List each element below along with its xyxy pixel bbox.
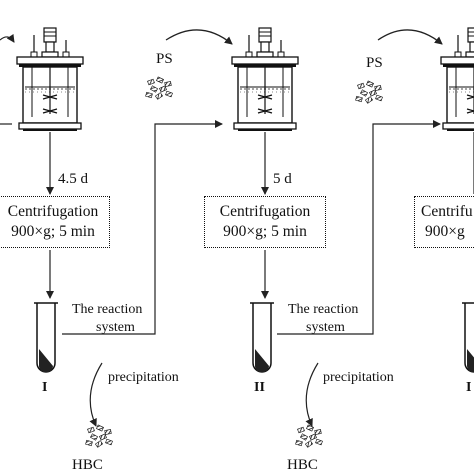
bioreactor-2: [231, 27, 299, 132]
tube-label-1: I: [42, 380, 48, 395]
precipitation-arrow-2: [305, 362, 319, 427]
hbc-particles-2: [295, 424, 323, 448]
ps-label-2: PS: [156, 51, 173, 67]
reaction-system-connector-1: [62, 120, 223, 335]
centrifugation-title: Centrifugation: [219, 203, 311, 220]
centrifugation-box-3-partial: Centrifu 900×g: [414, 196, 474, 248]
centrifugation-title: Centrifugation: [7, 203, 99, 220]
centrifugation-params: 900×g; 5 min: [11, 223, 95, 240]
reaction-system-label-2-line1: The reaction: [288, 302, 359, 317]
centrifugation-box-1: Centrifugation 900×g; 5 min: [0, 196, 110, 248]
tube-label-3-partial: I: [466, 380, 472, 395]
reaction-system-connector-2: [277, 120, 441, 335]
ps-feed-arrow-3: [377, 29, 443, 45]
centrifugation-box-2: Centrifugation 900×g; 5 min: [204, 196, 326, 248]
time-label-1: 4.5 d: [58, 171, 88, 187]
reaction-system-label-1-line1: The reaction: [72, 302, 143, 317]
ps-label-3: PS: [366, 55, 383, 71]
ps-particles-3: [355, 80, 383, 104]
centrifuge-tube-2: [249, 302, 275, 374]
bioreactor-3-partial: [440, 27, 474, 132]
ps-feed-arrow-2: [165, 29, 233, 45]
centrifugation-params: 900×g; 5 min: [223, 223, 307, 240]
reaction-system-label-1-line2: system: [96, 320, 135, 335]
precipitation-arrow-1: [89, 362, 103, 427]
centrifugation-params: 900×g: [425, 223, 465, 240]
time-label-2: 5 d: [273, 171, 292, 187]
centrifuge-tube-1: [33, 302, 59, 374]
ps-particles-2: [145, 76, 173, 100]
hbc-particles-1: [85, 424, 113, 448]
ps-feed-arrow-left-partial: [0, 33, 15, 43]
centrifugation-title: Centrifu: [421, 203, 473, 220]
hbc-label-2: HBC: [287, 457, 318, 473]
tube-label-2: II: [254, 380, 265, 395]
bioreactor-1: [16, 27, 84, 132]
precipitation-label-1: precipitation: [108, 370, 179, 385]
reaction-system-label-2-line2: system: [306, 320, 345, 335]
hbc-label-1: HBC: [72, 457, 103, 473]
precipitation-label-2: precipitation: [323, 370, 394, 385]
centrifuge-tube-3-partial: [461, 302, 474, 374]
